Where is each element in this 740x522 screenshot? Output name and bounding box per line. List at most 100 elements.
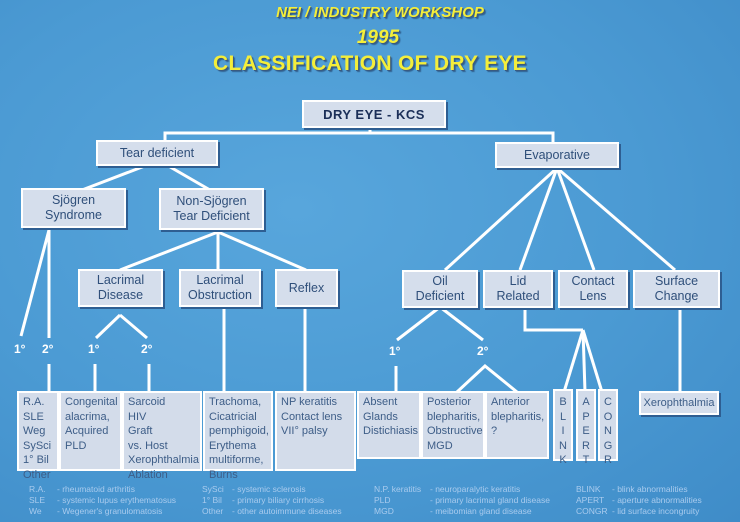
blink-letter: B xyxy=(559,396,567,408)
legend-abbr: APERT xyxy=(576,495,605,505)
apert-letter: A xyxy=(582,396,590,408)
blink-letter: N xyxy=(559,439,567,452)
node-contact-lens: Contact Lens xyxy=(558,270,628,308)
legend-desc: - meibomian gland disease xyxy=(430,506,532,516)
legend-row: SLE - systemic lupus erythematosus xyxy=(29,495,176,506)
legend-row: SySci - systemic sclerosis xyxy=(202,484,342,495)
apert-letter: T xyxy=(582,454,590,466)
legend-abbr: BLINK xyxy=(576,484,601,494)
legend-abbr: SLE xyxy=(29,495,46,505)
legend-desc: - primary biliary cirrhosis xyxy=(232,495,325,505)
legend-column-2: SySci - systemic sclerosis 1° Bil - primar… xyxy=(202,484,342,517)
legend-row: 1° Bil - primary biliary cirrhosis xyxy=(202,495,342,506)
leaf-sjogren-secondary-causes: R.A. SLE Weg SySci 1° Bil Other xyxy=(17,391,59,481)
node-lacrimal-obstruction: Lacrimal Obstruction xyxy=(179,269,261,307)
legend-desc: - blink abnormalities xyxy=(612,484,688,494)
congr-letter: N xyxy=(604,425,612,437)
legend-row: CONGR- lid surface incongruity xyxy=(576,506,702,517)
apert-letter: R xyxy=(582,439,590,452)
legend-row: R.A. - rheumatoid arthritis xyxy=(29,484,176,495)
leaf-lacrimal-secondary-causes: Sarcoid HIV Graft vs. Host Xerophthalmia… xyxy=(122,391,202,481)
leaf-lacrimal-primary-causes: Congenital alacrima, Acquired PLD xyxy=(59,391,122,471)
legend-abbr: SySci xyxy=(202,484,224,494)
node-non-sjogren: Non-Sjögren Tear Deficient xyxy=(159,188,264,230)
connector-root-evap xyxy=(370,131,555,142)
legend-abbr: MGD xyxy=(374,506,394,516)
legend-abbr: Other xyxy=(202,506,224,516)
legend-abbr: We xyxy=(29,506,42,516)
apert-letter: P xyxy=(582,410,590,423)
connector-lid-apert xyxy=(581,329,587,393)
connector-lid-congr xyxy=(581,329,604,393)
legend-row: Other - other autoimmune diseases xyxy=(202,506,342,517)
connector-lacdis-2 xyxy=(119,313,148,340)
legend-row: PLD - primary lacrimal gland disease xyxy=(374,495,550,506)
blink-letter: I xyxy=(561,425,565,437)
apert-letter: E xyxy=(582,425,590,437)
legend-desc: - systemic lupus erythematosus xyxy=(57,495,177,505)
connector-oil-2 xyxy=(439,305,484,342)
connector-evap-lid xyxy=(518,167,559,271)
connector-nonsj-reflex xyxy=(217,230,307,272)
connector-oil2-leaves xyxy=(455,364,518,394)
legend-desc: - primary lacrimal gland disease xyxy=(430,495,550,505)
connector-tear-nonsjogren xyxy=(164,162,211,192)
connector-lid-hub xyxy=(523,307,583,332)
blink-letter: L xyxy=(559,410,567,423)
legend-desc: - other autoimmune diseases xyxy=(232,506,342,516)
node-lid-related: Lid Related xyxy=(483,270,553,308)
leaf-oil-anterior-blepharitis: Anterior blepharitis, ? xyxy=(485,391,549,459)
legend-column-3: N.P. keratitis - neuroparalytic keratitis… xyxy=(374,484,550,517)
legend-desc: - neuroparalytic keratitis xyxy=(430,484,521,494)
legend-column-4: BLINK - blink abnormalities APERT - apertu… xyxy=(576,484,702,517)
node-lacrimal-disease: Lacrimal Disease xyxy=(78,269,163,307)
legend-desc: - rheumatoid arthritis xyxy=(57,484,135,494)
congr-letter: O xyxy=(603,410,613,423)
connector-evap-surface xyxy=(556,166,676,272)
legend-desc: - lid surface incongruity xyxy=(612,506,700,516)
legend-desc: - systemic sclerosis xyxy=(232,484,306,494)
node-reflex: Reflex xyxy=(275,269,338,307)
connector-lacdis-1 xyxy=(94,313,122,340)
connector-oil-1 xyxy=(396,305,441,342)
diagram-title: CLASSIFICATION OF DRY EYE xyxy=(213,52,527,75)
connector-root xyxy=(163,128,372,140)
leaf-apert: A P E R T xyxy=(576,389,596,466)
label-lacrimal-primary: 1° xyxy=(88,342,100,356)
blink-letter: K xyxy=(559,454,567,466)
label-sjogren-primary: 1° xyxy=(14,342,26,356)
legend-row: We - Wegener's granulomatosis xyxy=(29,506,176,517)
leaf-oil-posterior-blepharitis: Posterior blepharitis, Obstructive MGD xyxy=(421,391,485,459)
connector-evap-oil xyxy=(443,166,559,272)
legend-abbr: PLD xyxy=(374,495,391,505)
label-oil-secondary: 2° xyxy=(477,344,489,358)
connector-nonsj-lacdis xyxy=(119,230,219,272)
congr-letter: G xyxy=(603,439,613,452)
label-oil-primary: 1° xyxy=(389,344,401,358)
congr-letter: R xyxy=(604,454,612,466)
leaf-oil-primary-causes: Absent Glands Distichiasis xyxy=(357,391,421,459)
legend-desc: - Wegener's granulomatosis xyxy=(57,506,163,516)
connector-lid-blink xyxy=(562,329,585,393)
leaf-obstruction-causes: Trachoma, Cicatricial pemphigoid, Erythe… xyxy=(203,391,273,481)
legend-row: APERT - aperture abnormalities xyxy=(576,495,702,506)
node-dry-eye-kcs: DRY EYE - KCS xyxy=(302,100,446,128)
leaf-reflex-causes: NP keratitis Contact lens VII° palsy xyxy=(275,391,356,471)
node-sjogren-syndrome: Sjögren Syndrome xyxy=(21,188,126,228)
legend-desc: - aperture abnormalities xyxy=(612,495,702,505)
node-evaporative: Evaporative xyxy=(495,142,619,168)
congr-letter: C xyxy=(604,396,612,408)
legend-row: N.P. keratitis - neuroparalytic keratitis xyxy=(374,484,550,495)
legend-abbr: 1° Bil xyxy=(202,495,222,505)
node-surface-change: Surface Change xyxy=(633,270,720,308)
legend-row: BLINK - blink abnormalities xyxy=(576,484,702,495)
connector-tear-sjogren xyxy=(81,162,151,192)
connector-sjogren-1 xyxy=(19,229,51,337)
legend-column-1: R.A. - rheumatoid arthritis SLE - systemic… xyxy=(29,484,176,517)
leaf-blink: B L I N K xyxy=(553,389,573,466)
legend-abbr: R.A. xyxy=(29,484,46,494)
connector-evap-contact xyxy=(555,167,596,271)
year-heading: 1995 xyxy=(356,27,400,48)
legend-abbr: N.P. keratitis xyxy=(374,484,422,494)
